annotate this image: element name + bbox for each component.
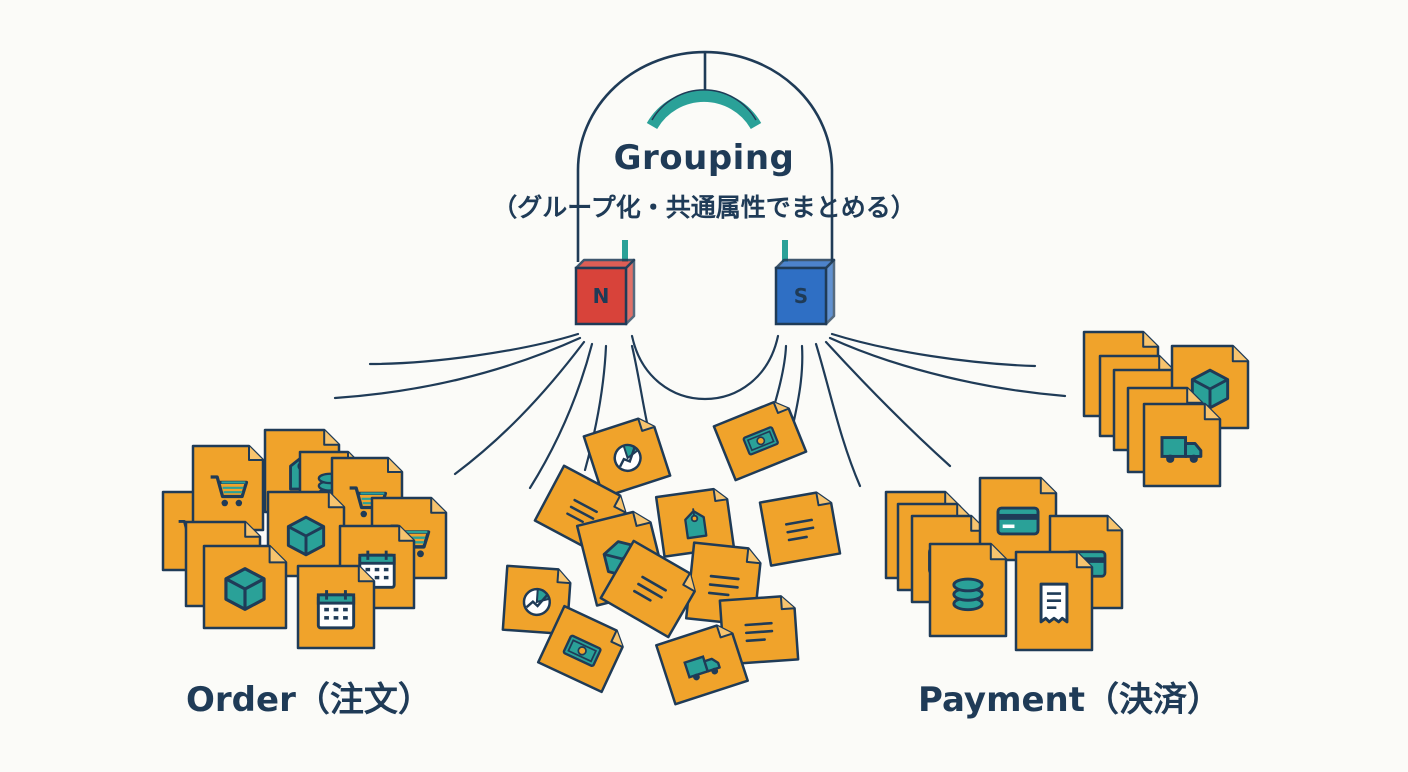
south-pole-label: S [794, 284, 808, 308]
field-line [814, 342, 862, 488]
document-card [202, 544, 288, 630]
document-cards [161, 330, 1250, 706]
receipt-icon [1039, 582, 1069, 624]
box-icon [286, 515, 326, 557]
document-card [928, 542, 1008, 638]
coins-icon [952, 577, 984, 612]
south-pole: S [774, 258, 836, 326]
diagram-subtitle: （グループ化・共通属性でまとめる） [492, 193, 916, 222]
box-icon [224, 567, 266, 611]
magnet-teal-arc [646, 89, 762, 130]
field-line [453, 340, 586, 476]
document-card [191, 444, 265, 532]
diagram-title: Grouping [613, 138, 795, 178]
north-pole: N [574, 258, 636, 326]
document-card [1142, 402, 1222, 488]
magnetic-field-lines [333, 332, 1067, 490]
credit-card-icon [996, 506, 1040, 536]
field-line [830, 332, 1037, 368]
document-card [296, 564, 376, 650]
field-line [824, 340, 952, 468]
magnet-teal-arc-edge [651, 89, 757, 121]
document-card [712, 400, 808, 482]
field-line [828, 336, 1067, 398]
document-card [654, 487, 736, 558]
document-card [599, 539, 696, 639]
document-card [536, 604, 624, 694]
document-icon [316, 588, 356, 630]
order-group-label: Order（注文） [186, 680, 432, 720]
document-card [655, 624, 749, 706]
payment-group-label: Payment（決済） [918, 680, 1222, 720]
north-pole-label: N [593, 284, 610, 308]
document-card [758, 491, 842, 567]
field-line [528, 342, 594, 490]
field-line [333, 336, 582, 400]
field-line [368, 332, 580, 366]
magnet-inner-legs [622, 240, 788, 262]
field-line [583, 344, 608, 472]
pie-chart-icon [521, 586, 552, 617]
field-line [630, 334, 780, 400]
document-card [1014, 550, 1094, 652]
